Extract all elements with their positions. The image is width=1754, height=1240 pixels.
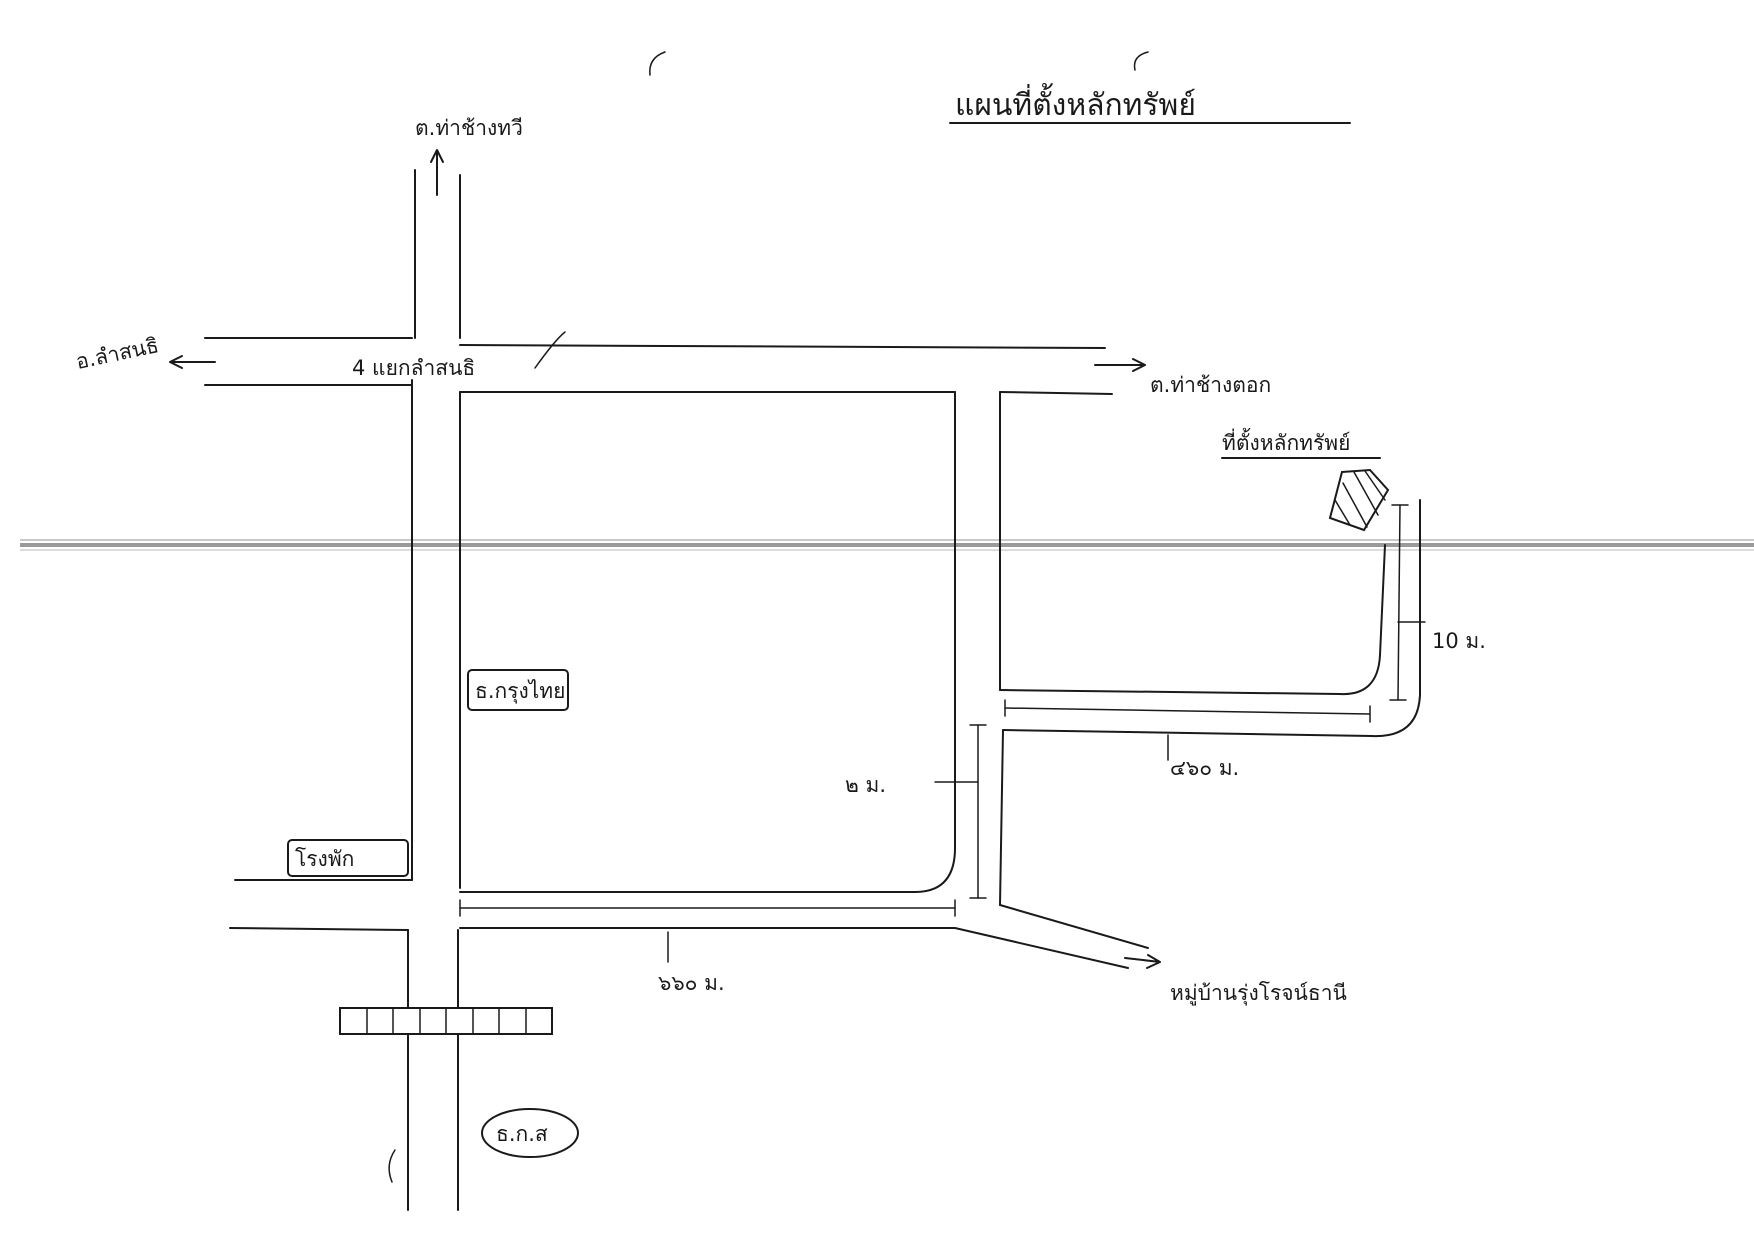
baac-bank-label: ธ.ก.ส [496,1122,548,1146]
middle-side-dimension [934,724,987,899]
north-arrow [430,149,444,196]
middle-vertical-road [459,391,1004,929]
main-vertical-road [407,169,461,1211]
bottom-road-distance: ๖๖๐ ม. [658,971,725,995]
east-road-label: ต.ท่าช้างตอก [1150,373,1271,397]
village-arrow [1124,954,1161,969]
scribble-mark [388,1149,396,1183]
property-label: ที่ตั้งหลักทรัพย์ [1222,428,1350,455]
village-road [954,904,1149,969]
scribble-mark [649,51,666,76]
village-label: หมู่บ้านรุ่งโรจน์ธานี [1170,981,1347,1006]
upper-branch-distance: ๔๖๐ ม. [1170,756,1239,780]
north-road-label: ต.ท่าช้างทวี [415,116,523,140]
police-station-box [287,839,409,877]
scan-line-band [20,539,1754,551]
bottom-road-dimension [459,899,956,963]
south-west-roads [229,879,413,931]
west-arrow [169,355,216,369]
west-road-label: อ.ลำสนธิ [74,333,161,374]
krungthai-bank-box [467,669,569,711]
map-title: แผนที่ตั้งหลักทรัพย์ [955,83,1196,123]
middle-side-distance: ๒ ม. [845,773,886,797]
baac-bank-box [481,1108,579,1158]
property-marker-icon [1328,468,1390,532]
property-branch-road [999,499,1421,738]
scribble-mark [1133,51,1149,71]
east-arrow [1094,358,1146,372]
krungthai-bank-label: ธ.กรุงไทย [475,679,565,704]
police-station-label: โรงพัก [295,847,354,871]
railway-crossing [339,1007,553,1035]
intersection-pointer [534,331,566,369]
property-side-dimension [1389,504,1426,701]
property-side-distance: 10 ม. [1432,629,1486,653]
upper-branch-dimension [1004,699,1371,761]
intersection-label: 4 แยกลำสนธิ [352,356,475,380]
main-horizontal-road [204,337,1113,395]
